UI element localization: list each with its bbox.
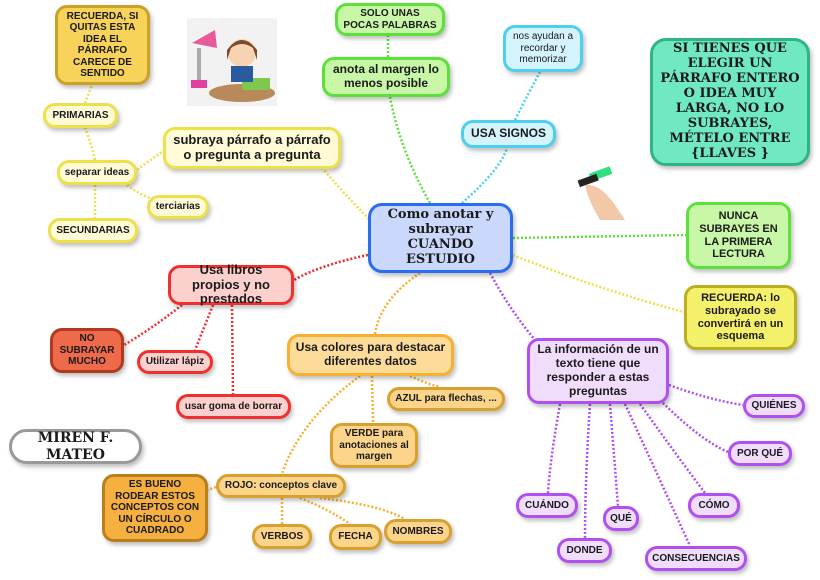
connector (608, 403, 620, 507)
node-usa-colores[interactable]: Usa colores para destacar diferentes dat… (287, 334, 454, 376)
node-quienes[interactable]: QUIÉNES (743, 394, 805, 418)
node-utilizar-lapiz[interactable]: Utilizar lápiz (137, 350, 213, 374)
node-no-subrayar-mucho[interactable]: NO SUBRAYAR MUCHO (50, 328, 124, 373)
connector (623, 403, 692, 547)
connector (136, 148, 166, 171)
note-recuerda-quitas-idea[interactable]: RECUERDA, SI QUITAS ESTA IDEA EL PÁRRAFO… (55, 5, 150, 85)
node-usa-libros-propios[interactable]: Usa libros propios y no prestados (168, 262, 294, 306)
connector (659, 399, 729, 454)
node-solo-unas-palabras[interactable]: SOLO UNAS POCAS PALABRAS (335, 3, 445, 36)
node-verbos[interactable]: VERBOS (252, 524, 312, 549)
connector (513, 71, 542, 121)
node-usa-signos[interactable]: USA SIGNOS (461, 120, 556, 148)
connector (293, 253, 369, 282)
connector (638, 403, 706, 494)
node-goma-borrar[interactable]: usar goma de borrar (176, 394, 291, 419)
central-topic[interactable]: Como anotar y subrayar CUANDO ESTUDIO (368, 203, 513, 273)
node-anota-margen[interactable]: anota al margen lo menos posible (322, 57, 450, 97)
node-terciarias[interactable]: terciarias (147, 195, 209, 219)
connector (370, 375, 375, 424)
connector (207, 485, 217, 492)
connector (409, 374, 441, 389)
hand-highlighter-illustration (570, 165, 625, 220)
node-donde[interactable]: DONDE (557, 538, 612, 563)
node-fecha[interactable]: FECHA (329, 524, 382, 550)
connector (512, 233, 687, 240)
highlighter-icon (577, 166, 625, 220)
node-rojo-conceptos[interactable]: ROJO: conceptos clave (216, 474, 346, 498)
connector (461, 147, 509, 204)
connector (388, 96, 432, 204)
connector (319, 496, 406, 521)
student-illustration (187, 18, 277, 106)
note-es-bueno-rodear[interactable]: ES BUENO RODEAR ESTOS CONCEPTOS CON UN C… (102, 474, 208, 542)
connector (293, 253, 369, 282)
node-subraya-parrafo[interactable]: subraya párrafo a párrafo o pregunta a p… (163, 127, 341, 169)
node-informacion-preguntas[interactable]: La información de un texto tiene que res… (527, 338, 669, 404)
node-como[interactable]: CÓMO (688, 493, 740, 518)
node-que[interactable]: QUÉ (603, 506, 639, 531)
connector (546, 403, 562, 494)
girl-studying-icon (191, 30, 275, 102)
connector (512, 253, 685, 314)
connector (583, 403, 592, 539)
node-por-que[interactable]: POR QUÉ (728, 441, 792, 466)
node-nunca-subrayes[interactable]: NUNCA SUBRAYES EN LA PRIMERA LECTURA (686, 202, 791, 269)
node-nombres[interactable]: NOMBRES (384, 519, 452, 544)
connector (83, 84, 94, 104)
node-consecuencias[interactable]: CONSECUENCIAS (645, 546, 747, 571)
author-label: MIREN F. MATEO (9, 429, 142, 464)
connector (123, 304, 183, 347)
node-azul-flechas[interactable]: AZUL para flechas, ... (387, 387, 505, 411)
note-si-tienes-llaves[interactable]: SI TIENES QUE ELEGIR UN PÁRRAFO ENTERO O… (650, 38, 810, 166)
connector (668, 383, 744, 407)
connector (193, 304, 215, 351)
connector (488, 272, 536, 341)
connector (319, 164, 376, 226)
connector (83, 127, 97, 161)
connector (280, 374, 361, 475)
connector (299, 496, 351, 526)
connector (230, 304, 235, 395)
node-primarias[interactable]: PRIMARIAS (43, 103, 118, 128)
node-nos-ayudan[interactable]: nos ayudan a recordar y memorizar (503, 25, 583, 72)
node-verde-anotaciones[interactable]: VERDE para anotaciones al margen (330, 423, 418, 468)
connector (373, 271, 421, 335)
node-secundarias[interactable]: SECUNDARIAS (48, 218, 138, 243)
node-separar-ideas[interactable]: separar ideas (57, 160, 137, 185)
node-recuerda-esquema[interactable]: RECUERDA: lo subrayado se convertirá en … (684, 285, 797, 350)
node-cuando[interactable]: CUÁNDO (516, 493, 578, 518)
